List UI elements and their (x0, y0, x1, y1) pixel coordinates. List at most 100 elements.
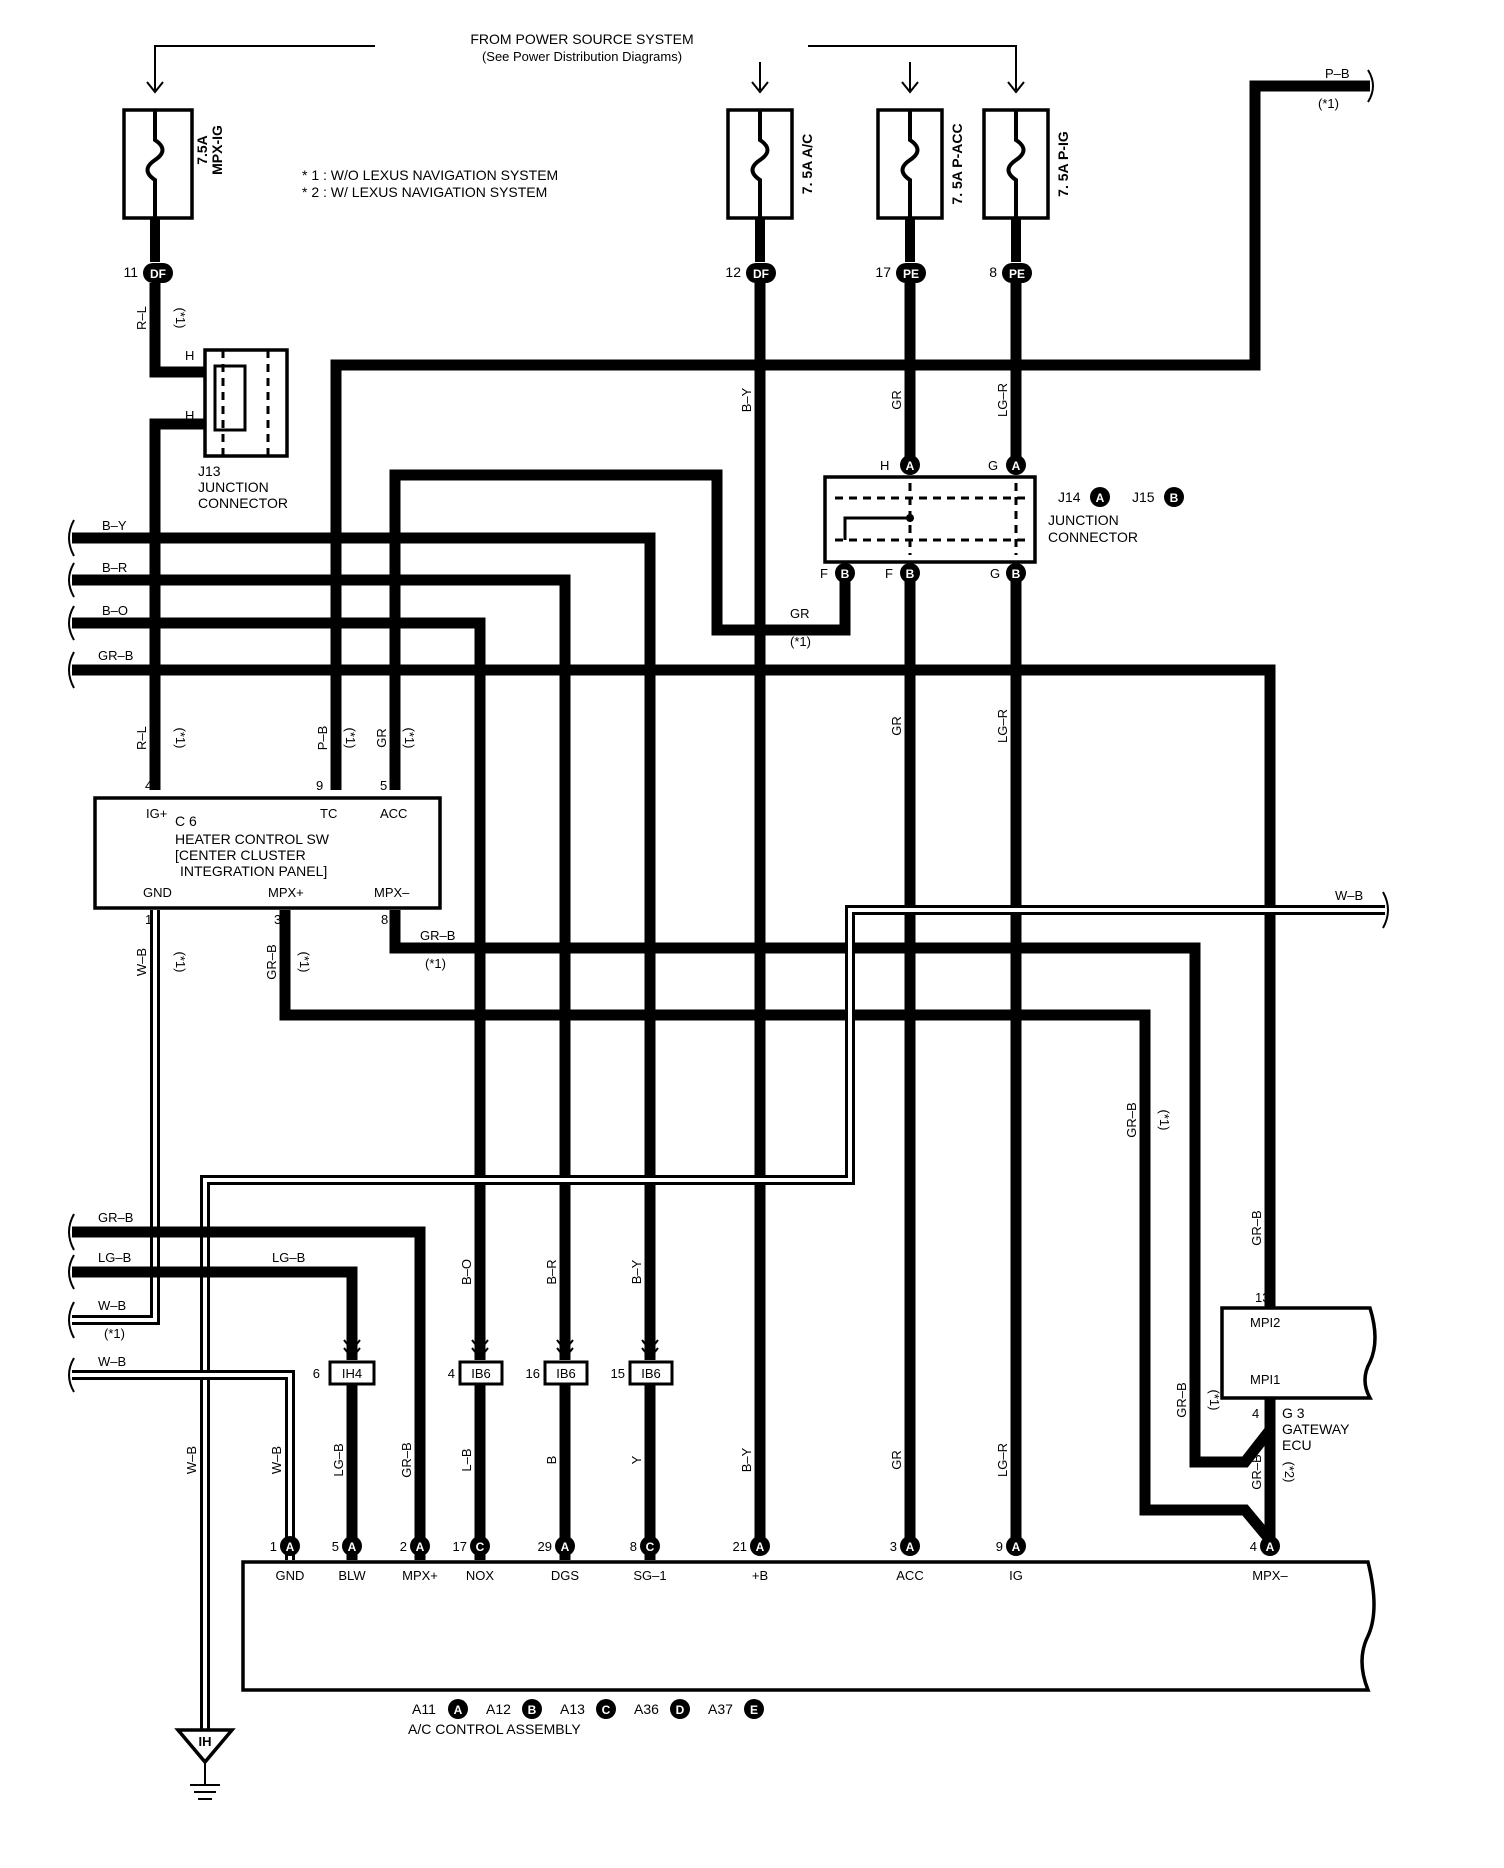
svg-text:PE: PE (1009, 267, 1025, 281)
svg-text:CONNECTOR: CONNECTOR (1048, 529, 1138, 545)
ac-part-letter-badge (596, 1699, 616, 1719)
svg-text:17: 17 (875, 264, 891, 280)
ac-part-code: A37 (708, 1701, 733, 1717)
svg-text:GR–B: GR–B (1249, 1454, 1264, 1489)
ac-terminal-name: BLW (338, 1568, 366, 1583)
label-pb-top: P–B (1325, 66, 1350, 81)
svg-text:B: B (906, 567, 915, 581)
svg-text:DF: DF (753, 267, 769, 281)
fuse-p-acc: 7. 5A P-ACC (876, 108, 965, 220)
svg-text:B–Y: B–Y (629, 1259, 644, 1284)
ac-part-letter: E (750, 1703, 758, 1717)
svg-text:(*1): (*1) (343, 728, 358, 749)
ac-terminal-number: 1 (270, 1539, 277, 1554)
svg-text:LG–B: LG–B (331, 1443, 346, 1476)
ac-terminal-name: GND (276, 1568, 305, 1583)
label-lgb-mid: LG–B (272, 1250, 305, 1265)
svg-text:GR: GR (889, 1450, 904, 1470)
fuse-ac: 7. 5A A/C (726, 108, 815, 220)
ac-terminal-letter: A (1266, 1540, 1275, 1554)
connector-pe-8: 8 PE (989, 263, 1032, 283)
svg-text:J13: J13 (198, 463, 221, 479)
svg-text:H: H (185, 408, 194, 423)
ac-terminal-number: 5 (332, 1539, 339, 1554)
svg-text:GR–B: GR–B (264, 944, 279, 979)
svg-text:12: 12 (725, 264, 741, 280)
svg-text:INTEGRATION PANEL]: INTEGRATION PANEL] (180, 863, 327, 879)
svg-text:IH4: IH4 (342, 1366, 362, 1381)
svg-text:4: 4 (145, 778, 152, 793)
label-br-left: B–R (102, 560, 127, 575)
ground-ih: IH (174, 1728, 236, 1800)
ac-part-code: A36 (634, 1701, 659, 1717)
svg-text:PE: PE (903, 267, 919, 281)
ac-part-letter-badge (670, 1699, 690, 1719)
fuse-p-ig-label: 7. 5A P-IG (1055, 131, 1071, 197)
inline-connector-ih4: 6 IH4 (313, 1339, 376, 1386)
svg-text:6: 6 (313, 1366, 320, 1381)
j13-junction-connector: H H J13 JUNCTION CONNECTOR (185, 348, 289, 511)
svg-text:IB6: IB6 (556, 1366, 576, 1381)
svg-text:B–Y: B–Y (739, 1447, 754, 1472)
svg-text:(*1): (*1) (402, 728, 417, 749)
svg-text:H: H (880, 458, 889, 473)
svg-text:LG–R: LG–R (995, 383, 1010, 417)
ac-terminal-letter: A (348, 1540, 357, 1554)
svg-text:11: 11 (123, 264, 138, 280)
ac-terminal-letter: A (756, 1540, 765, 1554)
ac-terminal-letter: A (286, 1540, 295, 1554)
fuse-mpx-ig-amp: 7.5A (194, 135, 210, 165)
svg-text:R–L: R–L (134, 306, 149, 330)
svg-text:LG–R: LG–R (995, 709, 1010, 743)
svg-text:L–B: L–B (459, 1448, 474, 1471)
label-lgb-left: LG–B (98, 1250, 131, 1265)
svg-text:A: A (1012, 459, 1021, 473)
svg-text:IB6: IB6 (641, 1366, 661, 1381)
j14-j15-junction-connector: H A G A F B F B G B J14 A J15 B JUNCTION… (820, 455, 1184, 583)
svg-text:(*1): (*1) (1207, 1390, 1222, 1411)
svg-text:IH: IH (199, 1734, 212, 1749)
ac-terminal-number: 8 (630, 1539, 637, 1554)
svg-text:1: 1 (145, 912, 152, 927)
ac-terminal-name: MPX+ (402, 1568, 438, 1583)
svg-text:JUNCTION: JUNCTION (198, 479, 269, 495)
svg-text:MPX–: MPX– (374, 885, 410, 900)
label-grb-left: GR–B (98, 648, 133, 663)
ac-terminal-number: 17 (453, 1539, 467, 1554)
svg-text:F: F (820, 566, 828, 581)
ac-part-letter: C (602, 1703, 611, 1717)
inline-connector-ib6-15: 15 IB6 (611, 1339, 674, 1386)
note-1: * 1 : W/O LEXUS NAVIGATION SYSTEM (302, 167, 558, 183)
label-star1-wb: (*1) (104, 1326, 125, 1341)
ac-assembly-name: A/C CONTROL ASSEMBLY (408, 1721, 581, 1737)
label-wb-right: W–B (1335, 888, 1363, 903)
label-grb-left2: GR–B (98, 1210, 133, 1225)
svg-text:G: G (988, 458, 998, 473)
svg-text:P–B: P–B (315, 726, 330, 751)
ac-terminal-letter: A (561, 1540, 570, 1554)
svg-text:(*2): (*2) (1282, 1462, 1297, 1483)
svg-text:G 3: G 3 (1282, 1405, 1305, 1421)
svg-text:[CENTER CLUSTER: [CENTER CLUSTER (175, 847, 306, 863)
svg-text:13: 13 (1255, 1290, 1269, 1305)
svg-text:(*1): (*1) (297, 952, 312, 973)
svg-text:B–Y: B–Y (739, 387, 754, 412)
svg-text:C 6: C 6 (175, 813, 197, 829)
note-2: * 2 : W/ LEXUS NAVIGATION SYSTEM (302, 184, 547, 200)
connector-pe-17: 17 PE (875, 263, 926, 283)
svg-text:R–L: R–L (134, 726, 149, 750)
inline-connector-ib6-16: 16 IB6 (526, 1339, 589, 1386)
ac-terminal-name: SG–1 (633, 1568, 666, 1583)
ac-terminal-letter: A (416, 1540, 425, 1554)
svg-text:GR–B: GR–B (399, 1442, 414, 1477)
svg-text:CONNECTOR: CONNECTOR (198, 495, 288, 511)
svg-text:GND: GND (143, 885, 172, 900)
fuse-p-acc-label: 7. 5A P-ACC (949, 123, 965, 204)
svg-text:ACC: ACC (380, 806, 407, 821)
